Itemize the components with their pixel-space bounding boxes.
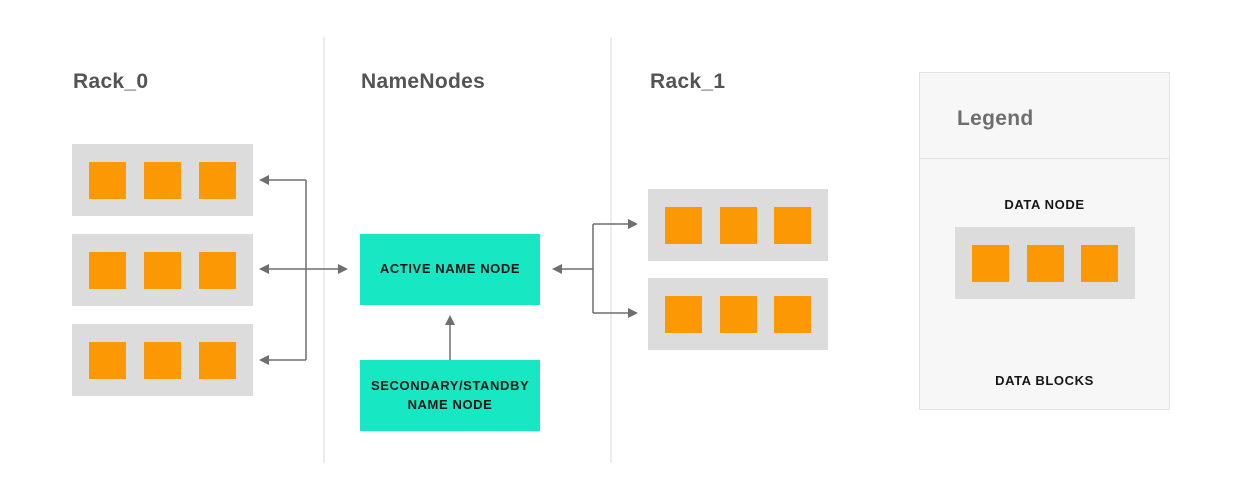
data-block-square — [144, 161, 181, 199]
connector-secondary-to-active — [445, 315, 455, 360]
rack1-data-node-1 — [648, 189, 828, 261]
namenodes-section-title: NameNodes — [361, 70, 486, 93]
data-block-square — [1026, 244, 1064, 282]
data-block-square — [144, 341, 181, 379]
arrow-to-rack0-node1-head-icon — [259, 175, 269, 185]
arrow-secondary-to-active-head-icon — [445, 315, 455, 325]
active-name-node-label: ACTIVE NAME NODE — [379, 261, 521, 277]
data-block-square — [89, 161, 126, 199]
secondary-standby-name-node-box: SECONDARY/STANDBY NAME NODE — [360, 360, 540, 431]
data-block-square — [972, 244, 1009, 282]
data-block-square — [199, 341, 236, 379]
rack0-data-node-1 — [72, 144, 253, 216]
arrow-to-active-name-node-left-head-icon — [338, 264, 348, 274]
data-block-square — [774, 295, 811, 333]
data-block-square — [89, 341, 126, 379]
connector-namenode-rack0 — [259, 175, 348, 365]
rack0-data-node-3 — [72, 324, 253, 396]
connector-namenode-rack1 — [552, 219, 638, 318]
legend-title: Legend — [957, 107, 1034, 130]
rack1-section-title: Rack_1 — [650, 70, 726, 93]
arrow-to-rack1-node1-head-icon — [628, 219, 638, 229]
legend-panel: Legend DATA NODE DATA BLOCKS — [919, 72, 1170, 410]
legend-header — [920, 73, 1169, 159]
arrow-to-rack1-node2-head-icon — [628, 308, 638, 318]
rack1-data-node-2 — [648, 278, 828, 350]
column-divider-right — [610, 37, 612, 463]
data-block-square — [89, 251, 126, 289]
legend-data-node-label: DATA NODE — [1004, 197, 1085, 212]
column-divider-left — [323, 37, 325, 463]
rack0-data-node-2 — [72, 234, 253, 306]
data-block-square — [719, 206, 757, 244]
data-block-square — [774, 206, 811, 244]
legend-data-node-example — [955, 227, 1135, 299]
data-block-square — [665, 206, 702, 244]
arrow-to-active-name-node-right-head-icon — [552, 264, 562, 274]
arrow-to-rack0-node2-head-icon — [259, 264, 269, 274]
data-block-square — [144, 251, 181, 289]
data-block-square — [665, 295, 702, 333]
secondary-standby-name-node-label: SECONDARY/STANDBY NAME NODE — [370, 377, 530, 412]
active-name-node-box: ACTIVE NAME NODE — [360, 234, 540, 305]
legend-data-blocks-label: DATA BLOCKS — [995, 373, 1094, 388]
data-block-square — [1081, 244, 1118, 282]
data-block-square — [719, 295, 757, 333]
rack0-section-title: Rack_0 — [73, 70, 149, 93]
data-block-square — [199, 251, 236, 289]
data-block-square — [199, 161, 236, 199]
arrow-to-rack0-node3-head-icon — [259, 355, 269, 365]
